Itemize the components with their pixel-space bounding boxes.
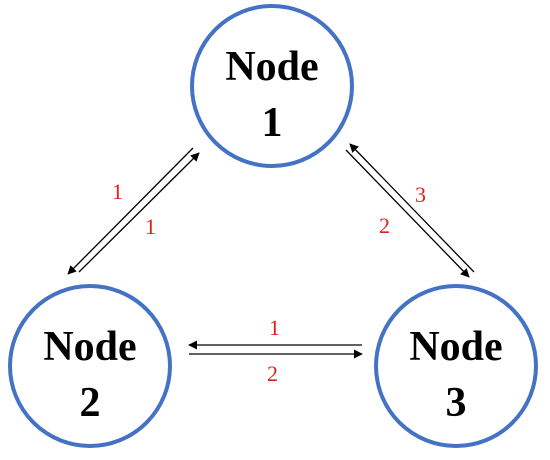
node-1-label-line1: Node xyxy=(225,44,318,90)
node-2: Node 2 xyxy=(8,284,172,448)
edge-label-node1-to-node2: 1 xyxy=(112,179,123,204)
node-3: Node 3 xyxy=(374,284,538,448)
edge-node2-to-node1 xyxy=(78,152,200,273)
edge-label-node2-to-node1: 1 xyxy=(145,214,156,239)
node-1-circle xyxy=(190,4,354,168)
node-1-label-line2: 1 xyxy=(262,100,283,146)
node-2-circle xyxy=(8,284,172,448)
edge-label-node3-to-node2: 1 xyxy=(269,315,280,340)
edge-label-node2-to-node3: 2 xyxy=(267,361,278,386)
edge-node3-to-node1 xyxy=(349,143,475,273)
edge-label-node3-to-node1: 3 xyxy=(415,182,426,207)
node-3-label-line1: Node xyxy=(409,324,502,370)
node-1: Node 1 xyxy=(190,4,354,168)
node-3-label-line2: 3 xyxy=(446,380,467,426)
node-3-circle xyxy=(374,284,538,448)
edge-label-node1-to-node3: 2 xyxy=(379,213,390,238)
node-2-label-line1: Node xyxy=(43,324,136,370)
node-2-label-line2: 2 xyxy=(80,380,101,426)
edge-node1-to-node3 xyxy=(345,149,470,278)
edge-node1-to-node2 xyxy=(67,147,194,275)
